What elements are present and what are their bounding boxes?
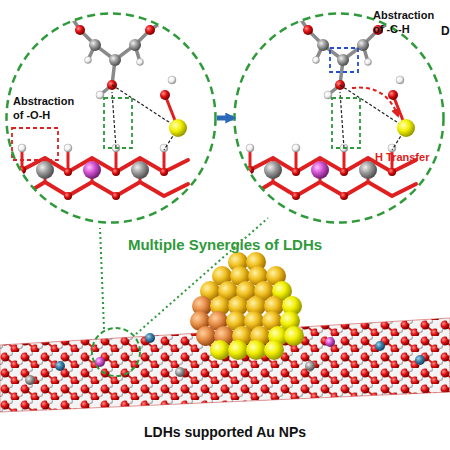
h-transfer-arrow	[352, 88, 398, 116]
active-site-box	[104, 98, 132, 148]
surface-molecule-model	[246, 14, 416, 200]
oxygen-atom	[64, 192, 72, 200]
metal-atom	[25, 375, 35, 385]
node-text: Abstraction of -C-H	[373, 8, 441, 37]
dashed-circle-inset: Abstraction of -C-HH Transfer	[233, 12, 445, 224]
metal-atom	[36, 161, 54, 179]
hydrogen-atom	[96, 91, 104, 99]
oxygen-atom	[64, 168, 72, 176]
figure-label: LDHs supported Au NPs	[0, 424, 450, 440]
metal-atom	[55, 361, 65, 371]
figure-label: Multiple Synergies of LDHs	[90, 236, 360, 253]
gold-atom	[264, 340, 284, 360]
hydrogen-atom	[64, 144, 72, 152]
interface-highlight	[92, 328, 140, 376]
oxygen-atom	[75, 25, 85, 35]
hydrogen-atom	[137, 59, 144, 66]
node-text: H Transfer	[375, 150, 441, 164]
metal-atom	[325, 337, 335, 347]
node-text: Abstraction of -O-H	[13, 94, 85, 123]
metal-atom	[375, 341, 385, 351]
metal-atom	[83, 161, 101, 179]
gold-atom	[228, 340, 248, 360]
carbon-atom	[129, 39, 141, 51]
gold-atom	[169, 119, 187, 137]
oh-bond	[22, 150, 164, 182]
oh-abstraction-box	[12, 128, 58, 160]
leader-line	[100, 228, 104, 329]
gold-nanoparticle	[190, 252, 304, 360]
ldh-layer	[0, 318, 450, 412]
circle-outline	[233, 12, 445, 224]
circle-outline	[7, 14, 216, 223]
gold-atom	[246, 340, 266, 360]
metal-atom	[131, 161, 149, 179]
hydrogen-atom	[168, 76, 176, 84]
metal-atom	[175, 367, 185, 377]
hydrogen-atom	[18, 144, 26, 152]
oxygen-atom	[145, 25, 155, 35]
metal-atom	[305, 361, 315, 371]
carbon-atom	[89, 39, 101, 51]
carbon-atom	[109, 54, 121, 66]
ch-abstraction-box	[330, 48, 358, 72]
gold-atom	[284, 326, 304, 346]
dashed-circle-inset: Abstraction of -O-H	[5, 12, 217, 224]
metal-atom	[145, 333, 155, 343]
gold-atom	[210, 340, 230, 360]
figure-label: D	[441, 24, 450, 38]
leader-line	[136, 218, 268, 334]
circle-outline	[235, 14, 444, 223]
oxygen-atom	[160, 90, 170, 100]
process-arrow	[217, 116, 233, 121]
interaction-line	[112, 85, 178, 150]
hydrogen-atom	[85, 57, 92, 64]
oxygen-atom	[112, 192, 120, 200]
hydrogen-atom	[68, 14, 76, 22]
oxygen-atom	[160, 168, 168, 176]
oxygen-atom	[112, 168, 120, 176]
metal-atom	[415, 355, 425, 365]
lattice-bond	[22, 182, 188, 196]
hydrogen-atom	[158, 18, 166, 26]
molecule-bond	[72, 18, 162, 95]
